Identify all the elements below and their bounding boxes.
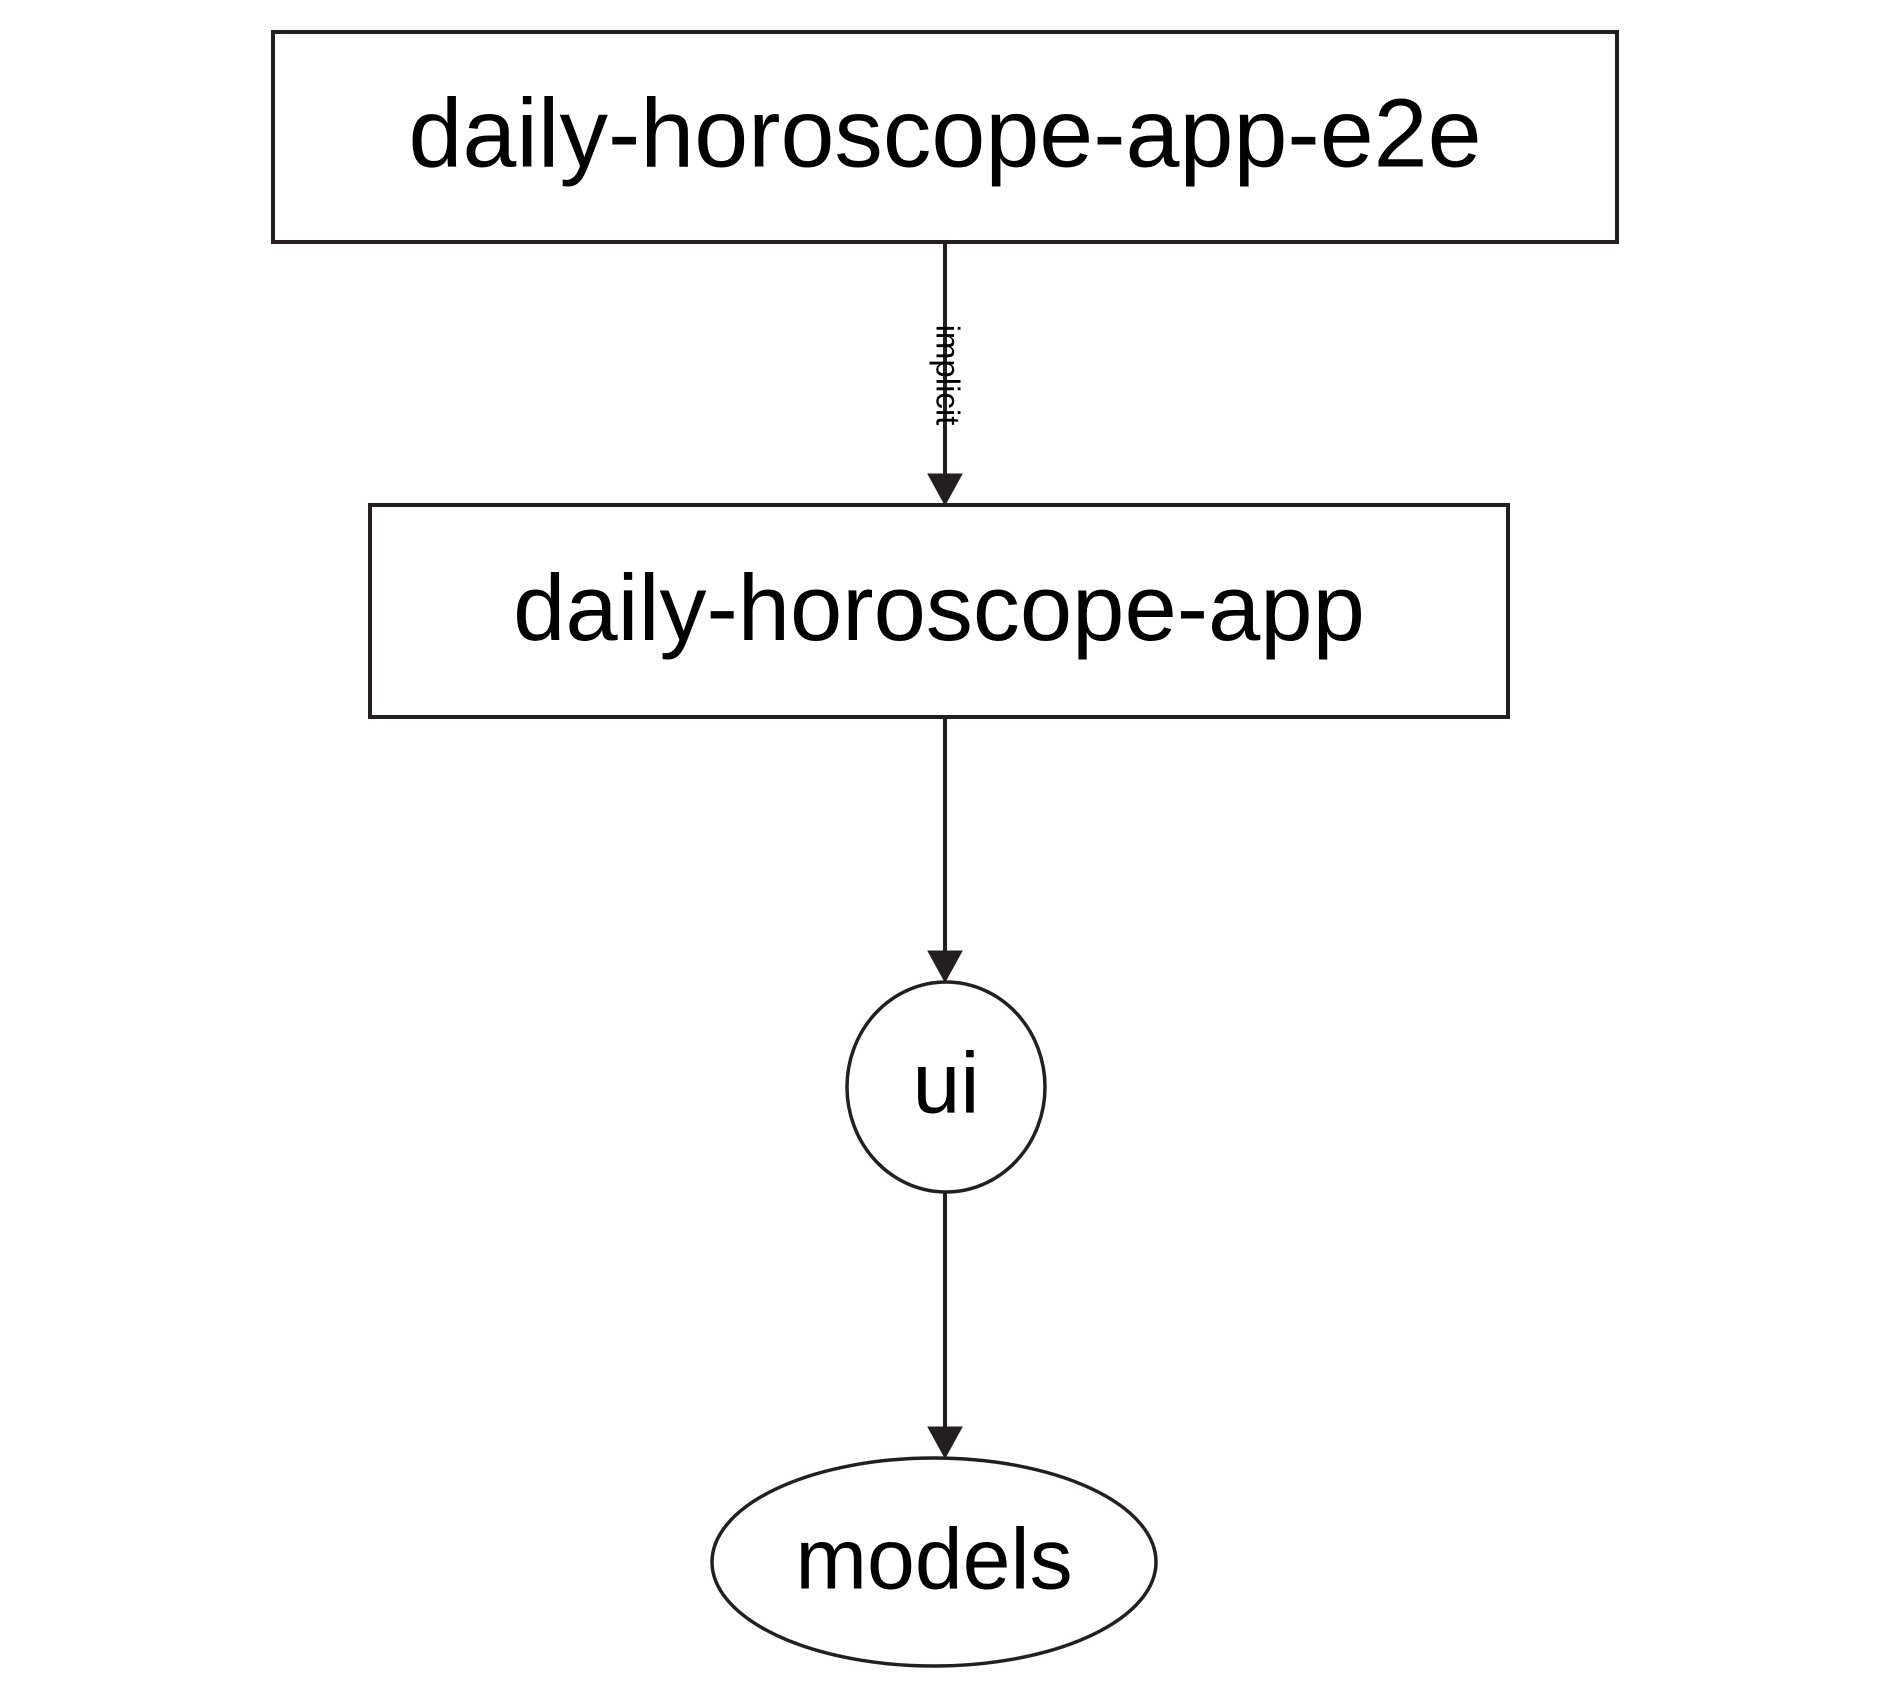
edge-ui-to-models[interactable] xyxy=(927,1192,963,1460)
node-daily-horoscope-app-e2e[interactable]: daily-horoscope-app-e2e xyxy=(271,30,1619,244)
node-rect-e2e[interactable] xyxy=(271,30,1619,244)
arrowhead-e2e-to-app xyxy=(927,473,963,507)
node-ui[interactable]: ui xyxy=(845,980,1047,1194)
edge-label-implicit: implicit xyxy=(929,325,966,426)
node-label-models: models xyxy=(795,1512,1072,1608)
node-label-ui: ui xyxy=(913,1036,980,1132)
node-ellipse-models[interactable] xyxy=(710,1456,1158,1668)
node-rect-app[interactable] xyxy=(368,503,1510,719)
node-label-app: daily-horoscope-app xyxy=(513,555,1365,660)
node-label-e2e: daily-horoscope-app-e2e xyxy=(408,79,1481,188)
arrowhead-app-to-ui xyxy=(927,950,963,984)
edge-app-to-ui[interactable] xyxy=(927,717,963,984)
node-daily-horoscope-app[interactable]: daily-horoscope-app xyxy=(368,503,1510,719)
edge-e2e-to-app[interactable]: implicit xyxy=(927,242,966,507)
arrowhead-ui-to-models xyxy=(927,1426,963,1460)
node-models[interactable]: models xyxy=(710,1456,1158,1668)
